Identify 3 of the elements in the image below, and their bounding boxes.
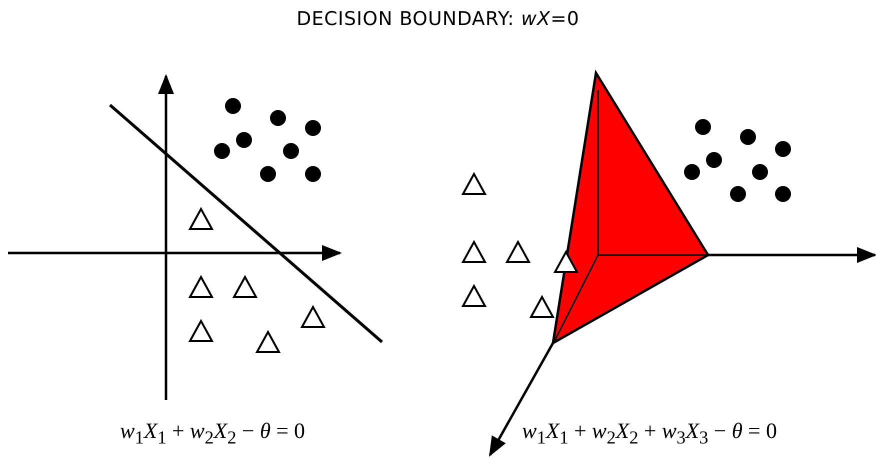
equation: w$_{1}$X$_{1}$ + w$_{2}$X$_{2}$ − θ = 0 — [120, 418, 306, 448]
diagram-title: DECISION BOUNDARY: wX=0 — [295, 8, 581, 30]
equation: w$_{1}$X$_{1}$ + w$_{2}$X$_{2}$ + w$_{3}$X$_{3}$ − θ = 0 — [522, 418, 777, 448]
